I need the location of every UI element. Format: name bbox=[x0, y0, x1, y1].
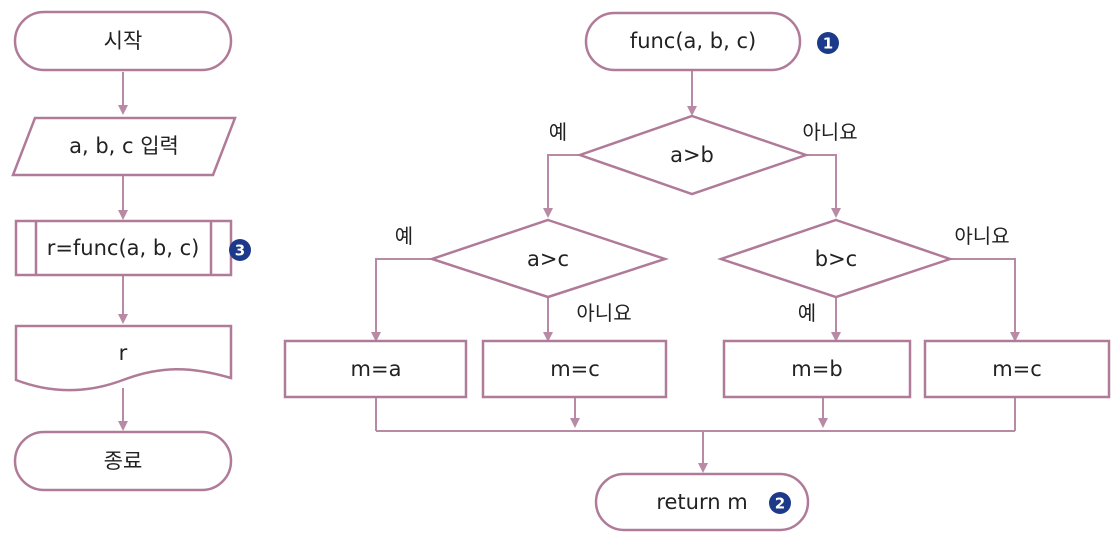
call-process: r=func(a, b, c) bbox=[14, 219, 233, 277]
end-terminal: 종료 bbox=[13, 430, 233, 492]
decision-ab: a>b bbox=[576, 114, 810, 196]
decision-ac: a>c bbox=[428, 218, 669, 299]
return-terminal: return m bbox=[594, 472, 810, 532]
decision-bc: b>c bbox=[717, 218, 954, 299]
start-label: 시작 bbox=[104, 29, 143, 53]
func-flow: func(a, b, c) 1 a>b a>c b>c m=a m=c bbox=[283, 11, 1111, 532]
return-step-badge: 2 bbox=[769, 492, 791, 514]
return-label: return m bbox=[656, 490, 747, 514]
decision-bc-label: b>c bbox=[815, 247, 857, 271]
call-label: r=func(a, b, c) bbox=[47, 236, 200, 260]
func-header-terminal: func(a, b, c) bbox=[584, 11, 802, 72]
input-parallelogram: a, b, c 입력 bbox=[11, 116, 237, 177]
func-connectors bbox=[371, 70, 1020, 473]
process-assign-a: m=a bbox=[283, 339, 468, 399]
assign-c-left-label: m=c bbox=[550, 357, 600, 381]
decision-ab-label: a>b bbox=[670, 143, 714, 167]
main-flow: 시작 a, b, c 입력 r=func(a, b, c) 3 r 종료 bbox=[11, 10, 251, 492]
input-label: a, b, c 입력 bbox=[69, 134, 179, 158]
end-label: 종료 bbox=[104, 449, 143, 473]
start-terminal: 시작 bbox=[13, 10, 233, 72]
yes-label-ac: 예 bbox=[395, 224, 413, 248]
return-step-number: 2 bbox=[775, 495, 785, 513]
process-assign-b: m=b bbox=[722, 339, 912, 399]
process-assign-c-left: m=c bbox=[481, 339, 668, 399]
yes-label-bc: 예 bbox=[798, 301, 816, 325]
assign-b-label: m=b bbox=[791, 357, 842, 381]
call-step-number: 3 bbox=[235, 242, 245, 260]
header-step-badge: 1 bbox=[817, 32, 839, 54]
no-label-bc: 아니요 bbox=[954, 224, 1009, 248]
arrow-ac-yes bbox=[371, 258, 432, 342]
decision-ac-label: a>c bbox=[527, 247, 569, 271]
process-assign-c-right: m=c bbox=[923, 339, 1111, 399]
arrow-bc-no bbox=[950, 258, 1020, 342]
header-step-number: 1 bbox=[823, 35, 833, 53]
assign-a-label: m=a bbox=[351, 357, 402, 381]
arrow-ab-yes bbox=[543, 154, 580, 218]
func-header-label: func(a, b, c) bbox=[630, 29, 756, 53]
no-label-ab: 아니요 bbox=[802, 120, 857, 144]
output-label: r bbox=[119, 341, 128, 365]
arrow-ab-no bbox=[806, 154, 841, 218]
output-document: r bbox=[14, 324, 233, 392]
call-step-badge: 3 bbox=[229, 239, 251, 261]
no-label-ac: 아니요 bbox=[576, 301, 631, 325]
branch-labels: 예 아니요 예 아니요 예 아니요 bbox=[395, 120, 1010, 325]
yes-label-ab: 예 bbox=[549, 120, 567, 144]
assign-c-right-label: m=c bbox=[992, 357, 1042, 381]
